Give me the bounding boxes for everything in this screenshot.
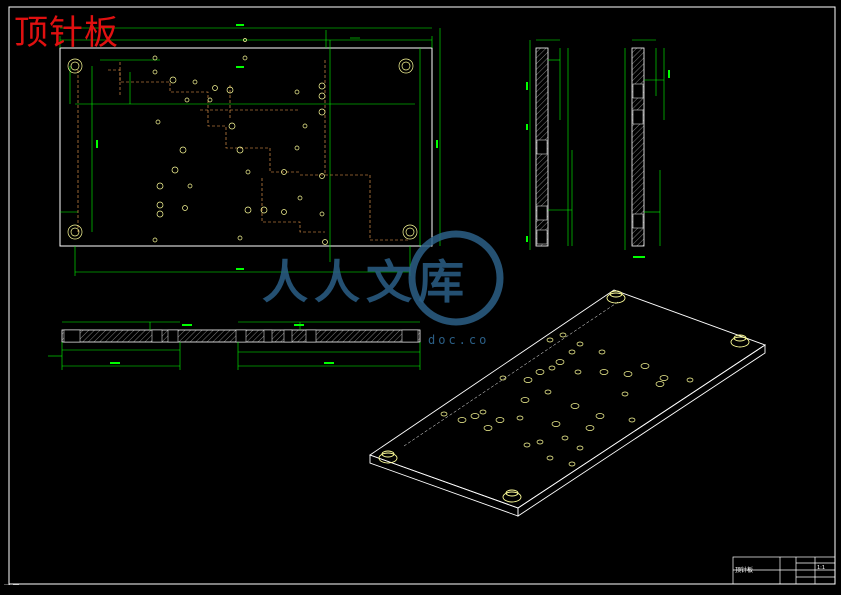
plan-center-lines	[77, 60, 410, 241]
plan-tick-text	[96, 24, 438, 270]
plan-holes	[67, 38, 418, 245]
watermark-url: doc.co	[428, 333, 490, 347]
side-view-left	[526, 39, 573, 250]
iso-bushings	[378, 290, 750, 503]
drawing-border	[8, 6, 836, 585]
status-text: —— ——	[4, 582, 20, 588]
isometric-view	[369, 289, 766, 517]
plan-view	[59, 24, 441, 276]
plate-outline	[59, 47, 433, 247]
title-block	[732, 556, 836, 585]
drawing-title: 顶针板	[14, 13, 119, 53]
watermark-text: 人人文库	[262, 255, 470, 309]
side-view-right	[624, 39, 670, 258]
watermark-logo-ring	[408, 230, 504, 326]
title-block-ratio: 1:1	[817, 565, 826, 571]
iso-pins	[440, 332, 694, 467]
section-view	[48, 321, 421, 370]
plan-dimensions	[59, 27, 441, 276]
title-block-part-name: 顶针板	[735, 567, 754, 574]
